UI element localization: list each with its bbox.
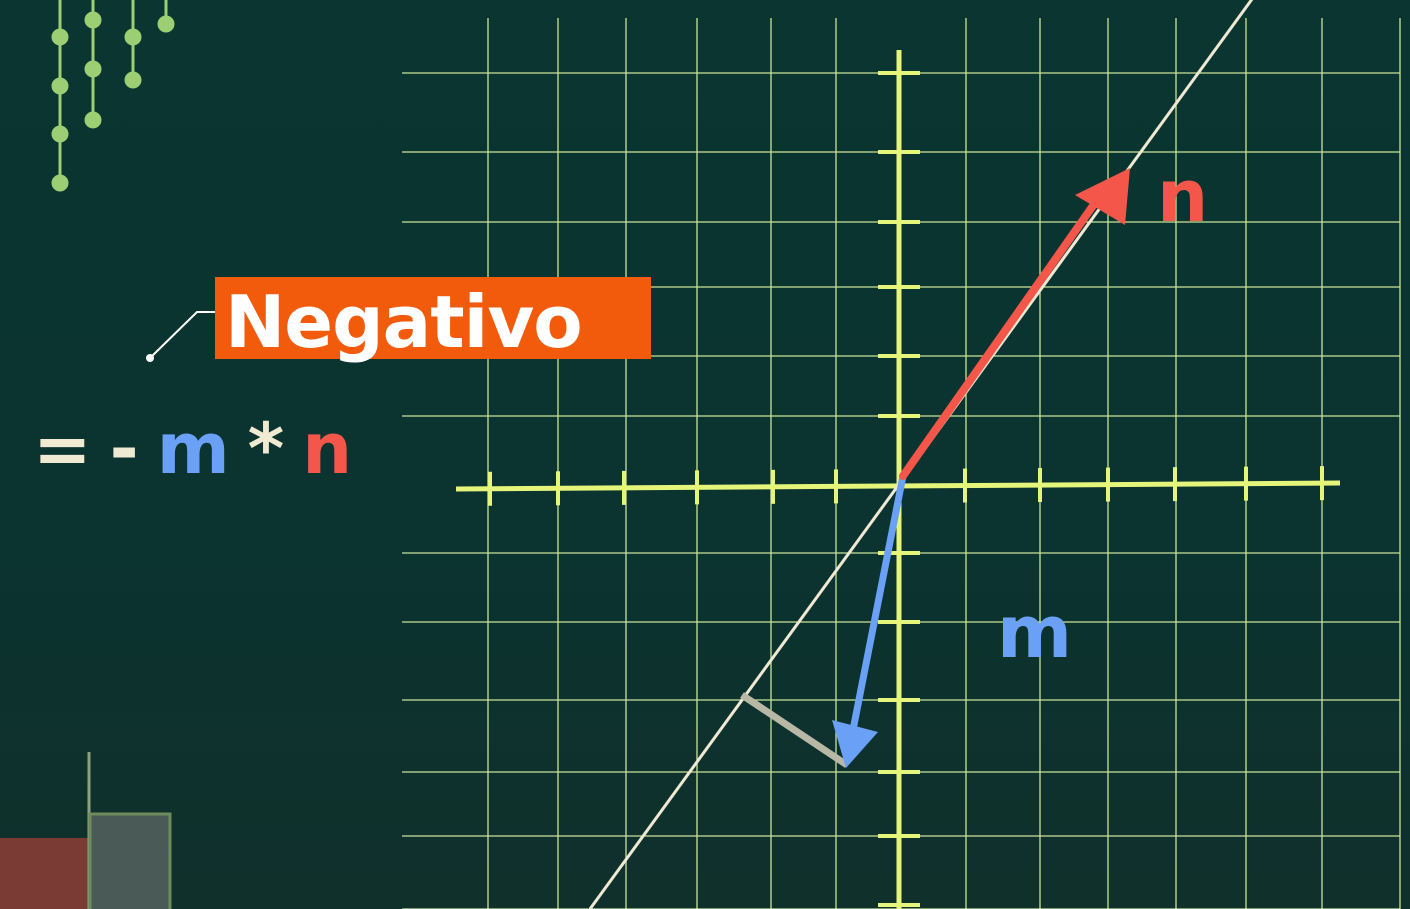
negativo-badge: Negativo [215, 277, 651, 364]
arrow-head-icon [1075, 168, 1130, 225]
vector-m-shaft [848, 472, 907, 739]
formula-times: * [247, 408, 285, 490]
axis-ticks [488, 71, 1324, 907]
formula-equals: = [33, 408, 92, 490]
vector-n-shaft [899, 196, 1101, 480]
formula: =-m*n [33, 408, 370, 490]
perpendicular-segment [740, 692, 849, 768]
formula-minus: - [109, 408, 139, 490]
vector-m-label: m [997, 590, 1073, 674]
arrow-head-icon [832, 720, 878, 768]
leader-line [149, 311, 216, 359]
vector-n-label: n [1157, 154, 1209, 238]
decor-bars [0, 752, 172, 909]
leader-dot [146, 354, 154, 362]
formula-m: m [156, 408, 230, 490]
badge-label: Negativo [225, 280, 583, 364]
circuit-dots-icon [51, 0, 175, 192]
formula-n: n [302, 408, 353, 490]
